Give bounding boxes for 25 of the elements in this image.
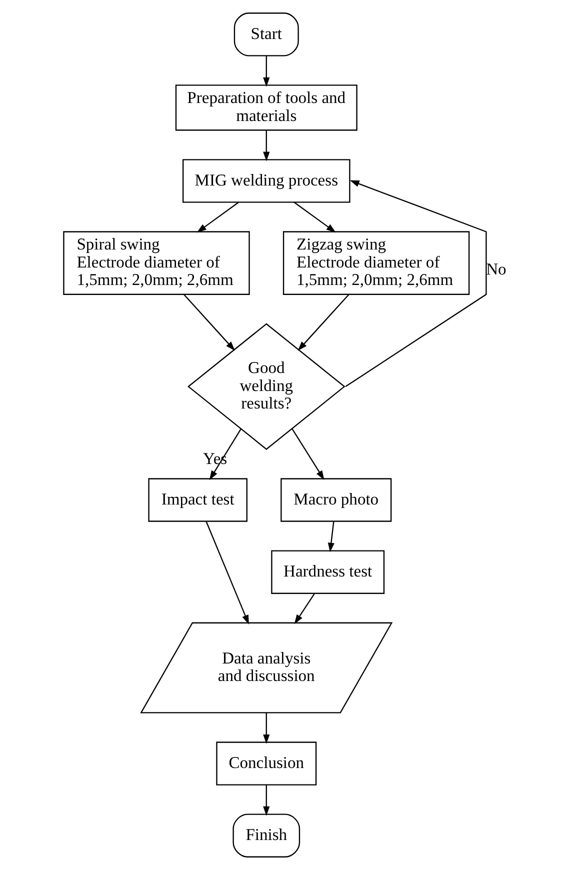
node-box: Spiral swing Electrode diameter of 1,5mm; 2,0mm; 2,6mm	[63, 231, 250, 295]
node-box: Impact test	[148, 478, 248, 522]
arrow	[294, 593, 315, 624]
arrow	[263, 784, 270, 816]
node-box: Finish	[232, 814, 300, 858]
arrow	[298, 294, 350, 351]
arrow	[328, 521, 334, 552]
arrow	[184, 294, 236, 351]
arrow	[263, 712, 270, 744]
arrow	[345, 180, 487, 388]
node-box: Macro photo	[280, 478, 392, 522]
node-box: MIG welding process	[182, 159, 350, 203]
node-diamond: Good welding results?	[187, 323, 346, 450]
edge-label: No	[486, 259, 506, 278]
node-box: Conclusion	[216, 742, 317, 786]
arrow	[263, 56, 270, 87]
node-box: Start	[234, 12, 299, 56]
arrow	[206, 521, 249, 625]
arrow	[294, 202, 336, 233]
node-box: Zigzag swing Electrode diameter of 1,5mm; 2,0mm; 2,6mm	[282, 231, 470, 295]
arrow	[292, 428, 324, 480]
arrow	[196, 202, 239, 233]
node-box: Preparation of tools and materials	[175, 84, 358, 131]
node-box: Hardness test	[271, 550, 385, 594]
arrow	[263, 130, 270, 162]
